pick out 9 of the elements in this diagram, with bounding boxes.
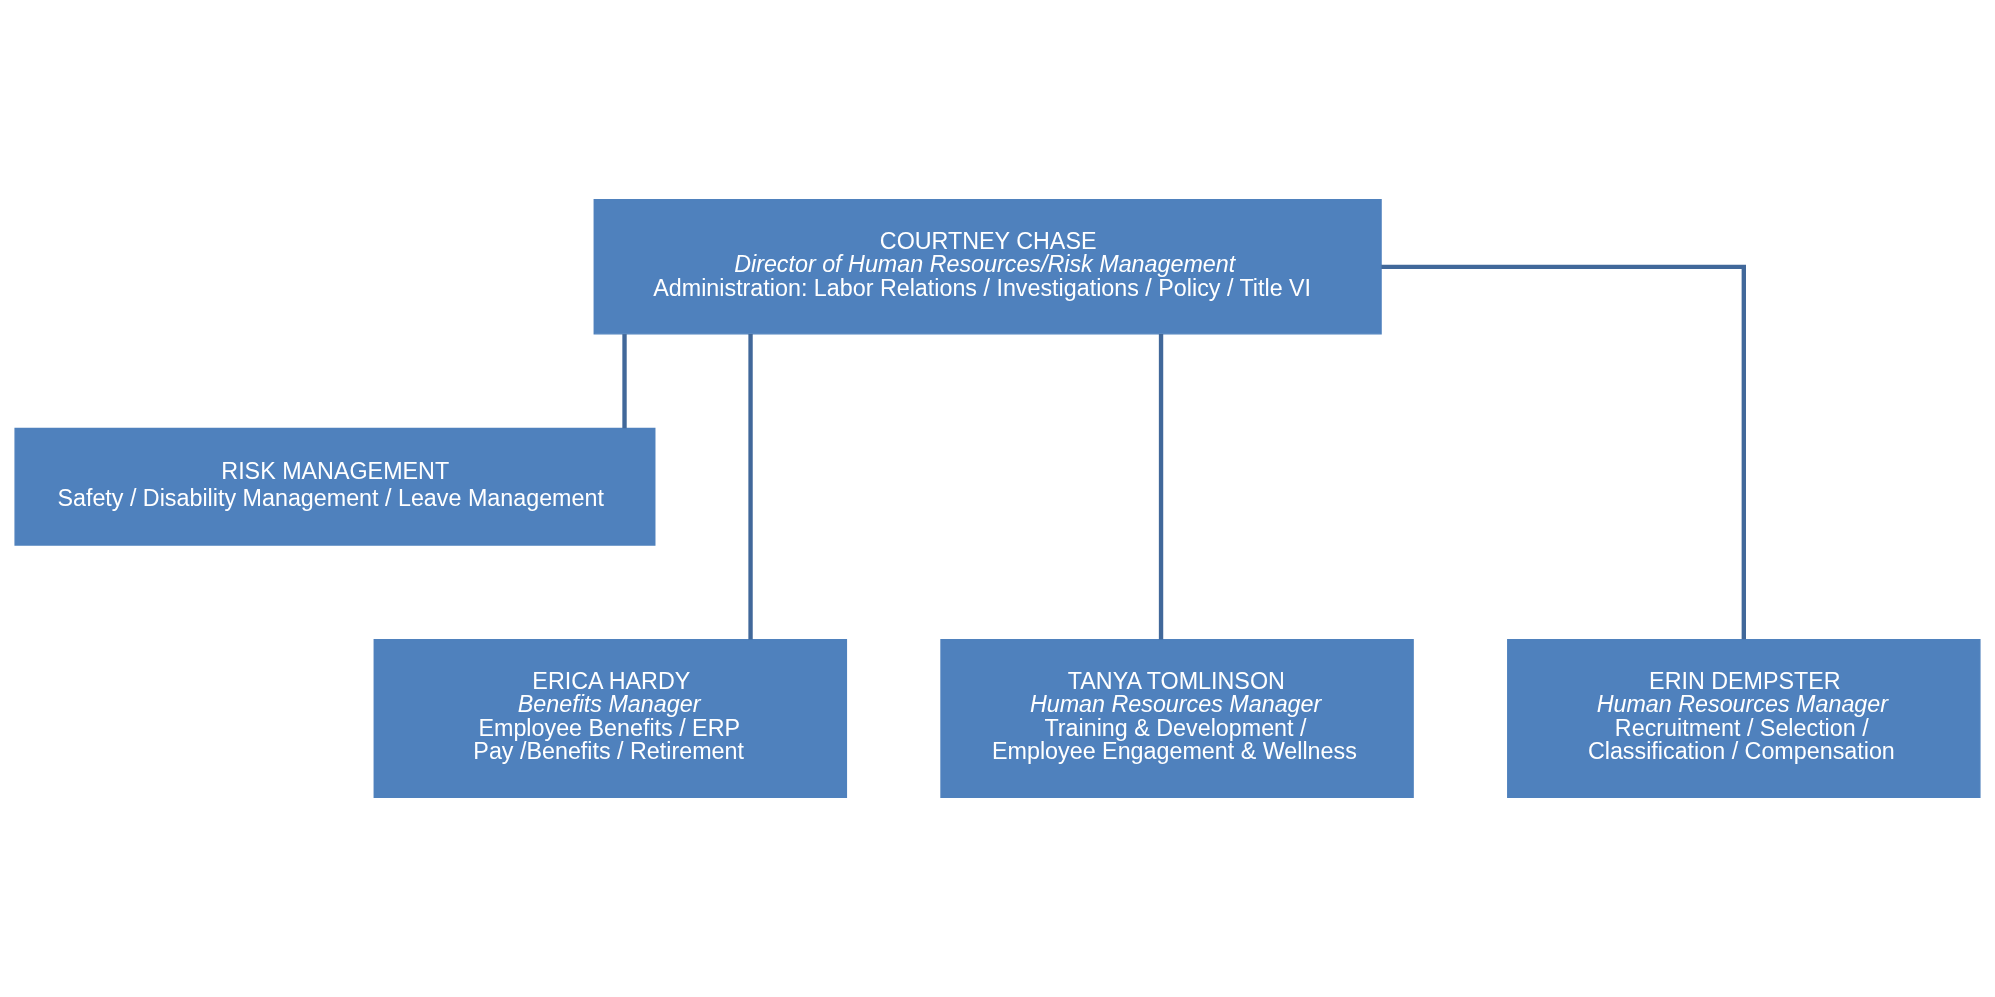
connector [1158, 334, 1164, 640]
node-box: COURTNEY CHASE Director of Human Resources/Risk Management Administration: Labor Relations / Investigations / Policy / Title VI [593, 199, 1382, 335]
node-box: RISK MANAGEMENT Safety / Disability Management / Leave Management [14, 427, 656, 546]
connector [622, 334, 627, 429]
node-box: ERICA HARDY Benefits Manager Employee Benefits / ERP Pay /Benefits / Retirement [373, 639, 848, 798]
node-box: TANYA TOMLINSON Human Resources Manager Training & Development / Employee Engagement & Wellness [940, 639, 1414, 798]
connector [748, 334, 753, 640]
node-box: ERIN DEMPSTER Human Resources Manager Recruitment / Selection / Classification / Compensation [1507, 639, 1981, 798]
connector [1381, 264, 1746, 640]
